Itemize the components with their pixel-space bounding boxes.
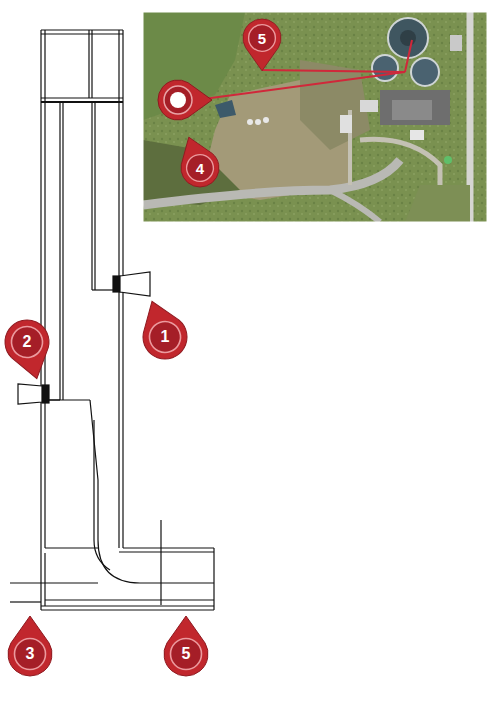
callout-pin: 3 (8, 632, 52, 676)
callout-number: 1 (143, 328, 187, 346)
valve-symbol (113, 272, 150, 296)
valve-symbol (18, 384, 60, 404)
callout-number: 5 (243, 30, 281, 47)
callout-number: 5 (164, 645, 208, 663)
location-pin (158, 80, 212, 120)
callout-pin: 5 (164, 632, 208, 676)
callout-number: 3 (8, 645, 52, 663)
callout-pin: 2 (5, 320, 49, 364)
shaft-structure (10, 30, 214, 610)
callout-pin: 5 (243, 19, 281, 57)
aerial-map (143, 12, 487, 222)
callout-number: 4 (181, 160, 219, 177)
callout-number: 2 (5, 333, 49, 351)
map-route-line (196, 40, 412, 100)
callout-pin: 1 (143, 315, 187, 359)
callout-pin: 4 (181, 149, 219, 187)
